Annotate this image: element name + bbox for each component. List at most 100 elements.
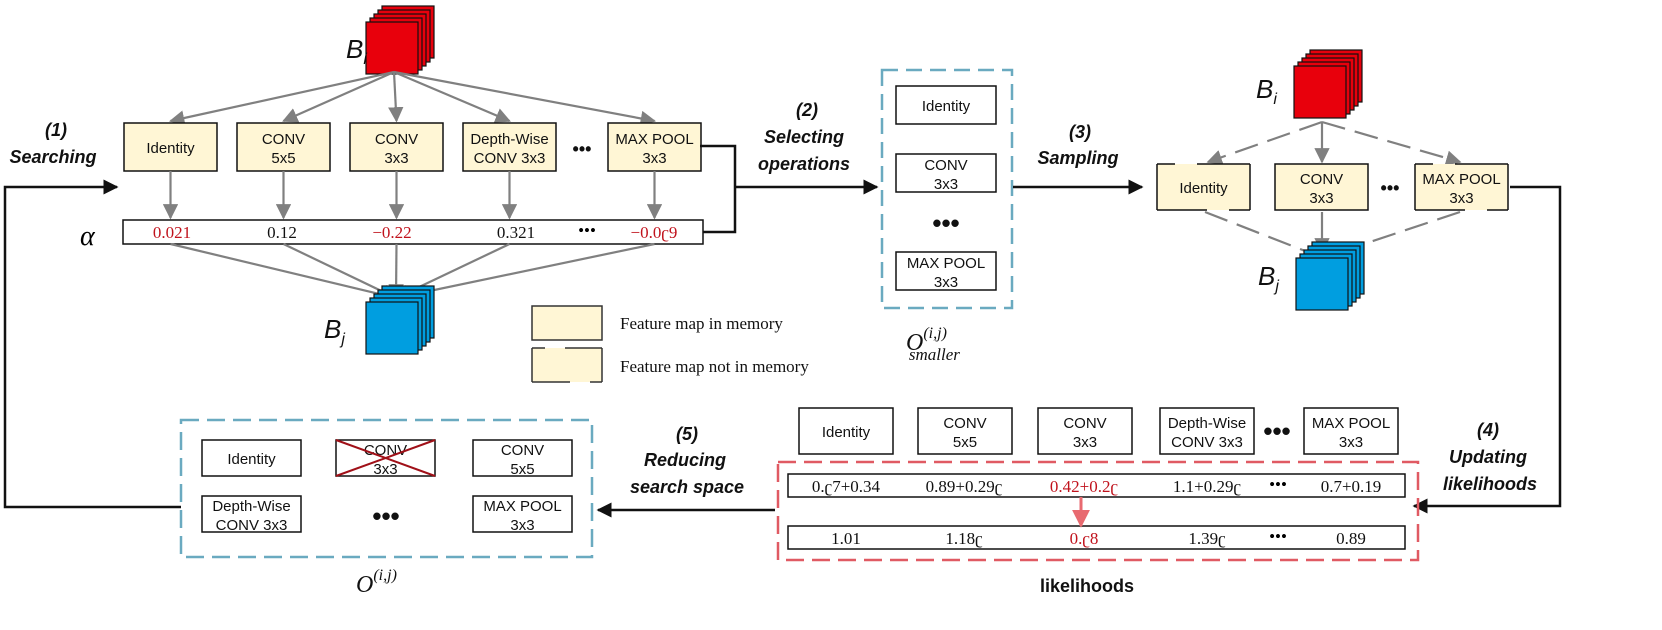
search-op-1-line1: CONV: [262, 131, 305, 148]
reduced-op-2-line2: 5x5: [510, 461, 534, 478]
bi-arrow-2: [388, 71, 404, 123]
bi-cube-layers: [365, 5, 435, 75]
svg-text:(2): (2): [796, 100, 818, 120]
svg-text:Updating: Updating: [1449, 447, 1527, 467]
sampling-ellipsis: •••: [1381, 178, 1400, 198]
reduced-op-0-line1: Identity: [227, 451, 276, 468]
sample-arrow-2: [1321, 120, 1462, 166]
bj-right-label: Bj: [1258, 261, 1279, 295]
likelihoods-label: likelihoods: [1040, 576, 1134, 596]
bj-cube-layers: [365, 285, 435, 355]
connector-sample-to-update: [1412, 185, 1562, 514]
likelihood-op-4-line1: MAX POOL: [1312, 415, 1390, 432]
reduced-op-4-line2: 3x3: [510, 517, 534, 534]
search-op-2-line1: CONV: [375, 131, 418, 148]
likelihood-value-1: 1.18ʗ: [945, 529, 983, 548]
likelihood-op-3-line1: Depth-Wise: [1168, 415, 1246, 432]
likelihood-update-0: 0.ʗ7+0.34: [812, 477, 881, 496]
alpha-value-3: 0.321: [497, 223, 535, 242]
reduced-set-label: O(i,j): [356, 567, 397, 598]
search-op-2-line2: 3x3: [384, 150, 408, 167]
sample-arrow-3: [1204, 210, 1319, 258]
svg-text:likelihoods: likelihoods: [1443, 474, 1537, 494]
search-op-1-line2: 5x5: [271, 150, 295, 167]
smaller-op-0: Identity: [895, 85, 997, 125]
search-op-4-line2: 3x3: [642, 150, 666, 167]
sample-arrow-0: [1206, 120, 1323, 165]
svg-text:Selecting: Selecting: [764, 127, 844, 147]
bi-arrow-3: [393, 70, 511, 123]
reduced-op-3-line2: CONV 3x3: [216, 517, 288, 534]
bi-to-ops-arrows: [168, 70, 657, 127]
sampling-op-0: Identity: [1156, 163, 1251, 211]
likelihood-update-ellipsis: •••: [1269, 475, 1287, 494]
reduced-op-3-line1: Depth-Wise: [212, 498, 290, 515]
bj-right-cube-layers: [1295, 241, 1365, 311]
sampling-op-0-line1: Identity: [1179, 180, 1228, 197]
svg-text:search space: search space: [630, 477, 744, 497]
op-to-alpha-arrows: [162, 171, 663, 220]
svg-text:(4): (4): [1477, 420, 1499, 440]
svg-text:Searching: Searching: [9, 147, 96, 167]
sampling-op-1-line2: 3x3: [1309, 190, 1333, 207]
svg-text:(1): (1): [45, 120, 67, 140]
alpha-value-0: 0.021: [153, 223, 191, 242]
alpha-bj-arrow-4: [394, 242, 655, 303]
sampling-op-2-line2: 3x3: [1449, 190, 1473, 207]
search-op-4-line1: MAX POOL: [615, 131, 693, 148]
likelihood-value-3: 1.39ʗ: [1188, 529, 1226, 548]
bi-right-cube-icon: [1293, 49, 1363, 119]
step-2-selecting: (2) Selecting operations: [735, 100, 879, 195]
bi-label: Bi: [346, 34, 367, 68]
bi-right-label: Bi: [1256, 74, 1277, 108]
reduced-op-1: CONV 3x3: [335, 439, 436, 478]
smaller-op-2-line2: 3x3: [934, 274, 958, 291]
sampling-op-2: MAX POOL 3x3: [1414, 163, 1509, 211]
likelihood-update-1: 0.89+0.29ʗ: [926, 477, 1003, 496]
search-panel: Bi IdentityCONV5x5CONV3x3Depth-WiseCONV …: [80, 5, 737, 355]
alpha-to-bj-arrows: [170, 242, 655, 303]
search-op-3-line1: Depth-Wise: [470, 131, 548, 148]
likelihood-value-bar: [787, 525, 1406, 550]
legend-in-memory-swatch: [531, 305, 603, 341]
sampling-op-2-line1: MAX POOL: [1422, 171, 1500, 188]
likelihood-op-1: CONV 5x5: [917, 407, 1013, 455]
likelihood-op-1-line1: CONV: [943, 415, 986, 432]
legend-in-memory-label: Feature map in memory: [620, 314, 783, 333]
likelihood-update-bar: [787, 473, 1406, 498]
likelihood-op-1-line2: 5x5: [953, 434, 977, 451]
reduced-op-1-line2: 3x3: [373, 461, 397, 478]
alpha-value-2: −0.22: [372, 223, 411, 242]
smaller-op-1-line1: CONV: [924, 157, 967, 174]
search-op-4: MAX POOL 3x3: [607, 122, 702, 172]
bj-cube-icon: [365, 285, 435, 355]
alpha-value-1: 0.12: [267, 223, 297, 242]
likelihood-op-2-line1: CONV: [1063, 415, 1106, 432]
connector-search-to-select: [700, 144, 737, 234]
svg-text:operations: operations: [758, 154, 850, 174]
search-op-2: CONV 3x3: [349, 122, 444, 172]
bi-right-cube-layers: [1293, 49, 1363, 119]
bi-arrow-0: [168, 70, 395, 126]
likelihood-op-0-line1: Identity: [822, 424, 871, 441]
alpha-bj-arrow-0: [170, 242, 398, 303]
reduced-op-1-line1: CONV: [364, 442, 407, 459]
bi-arrow-4: [393, 70, 657, 127]
svg-text:(3): (3): [1069, 122, 1091, 142]
reduced-op-0: Identity: [201, 439, 302, 477]
legend: Feature map in memory Feature map not in…: [531, 305, 809, 383]
legend-not-in-memory-label: Feature map not in memory: [620, 357, 809, 376]
